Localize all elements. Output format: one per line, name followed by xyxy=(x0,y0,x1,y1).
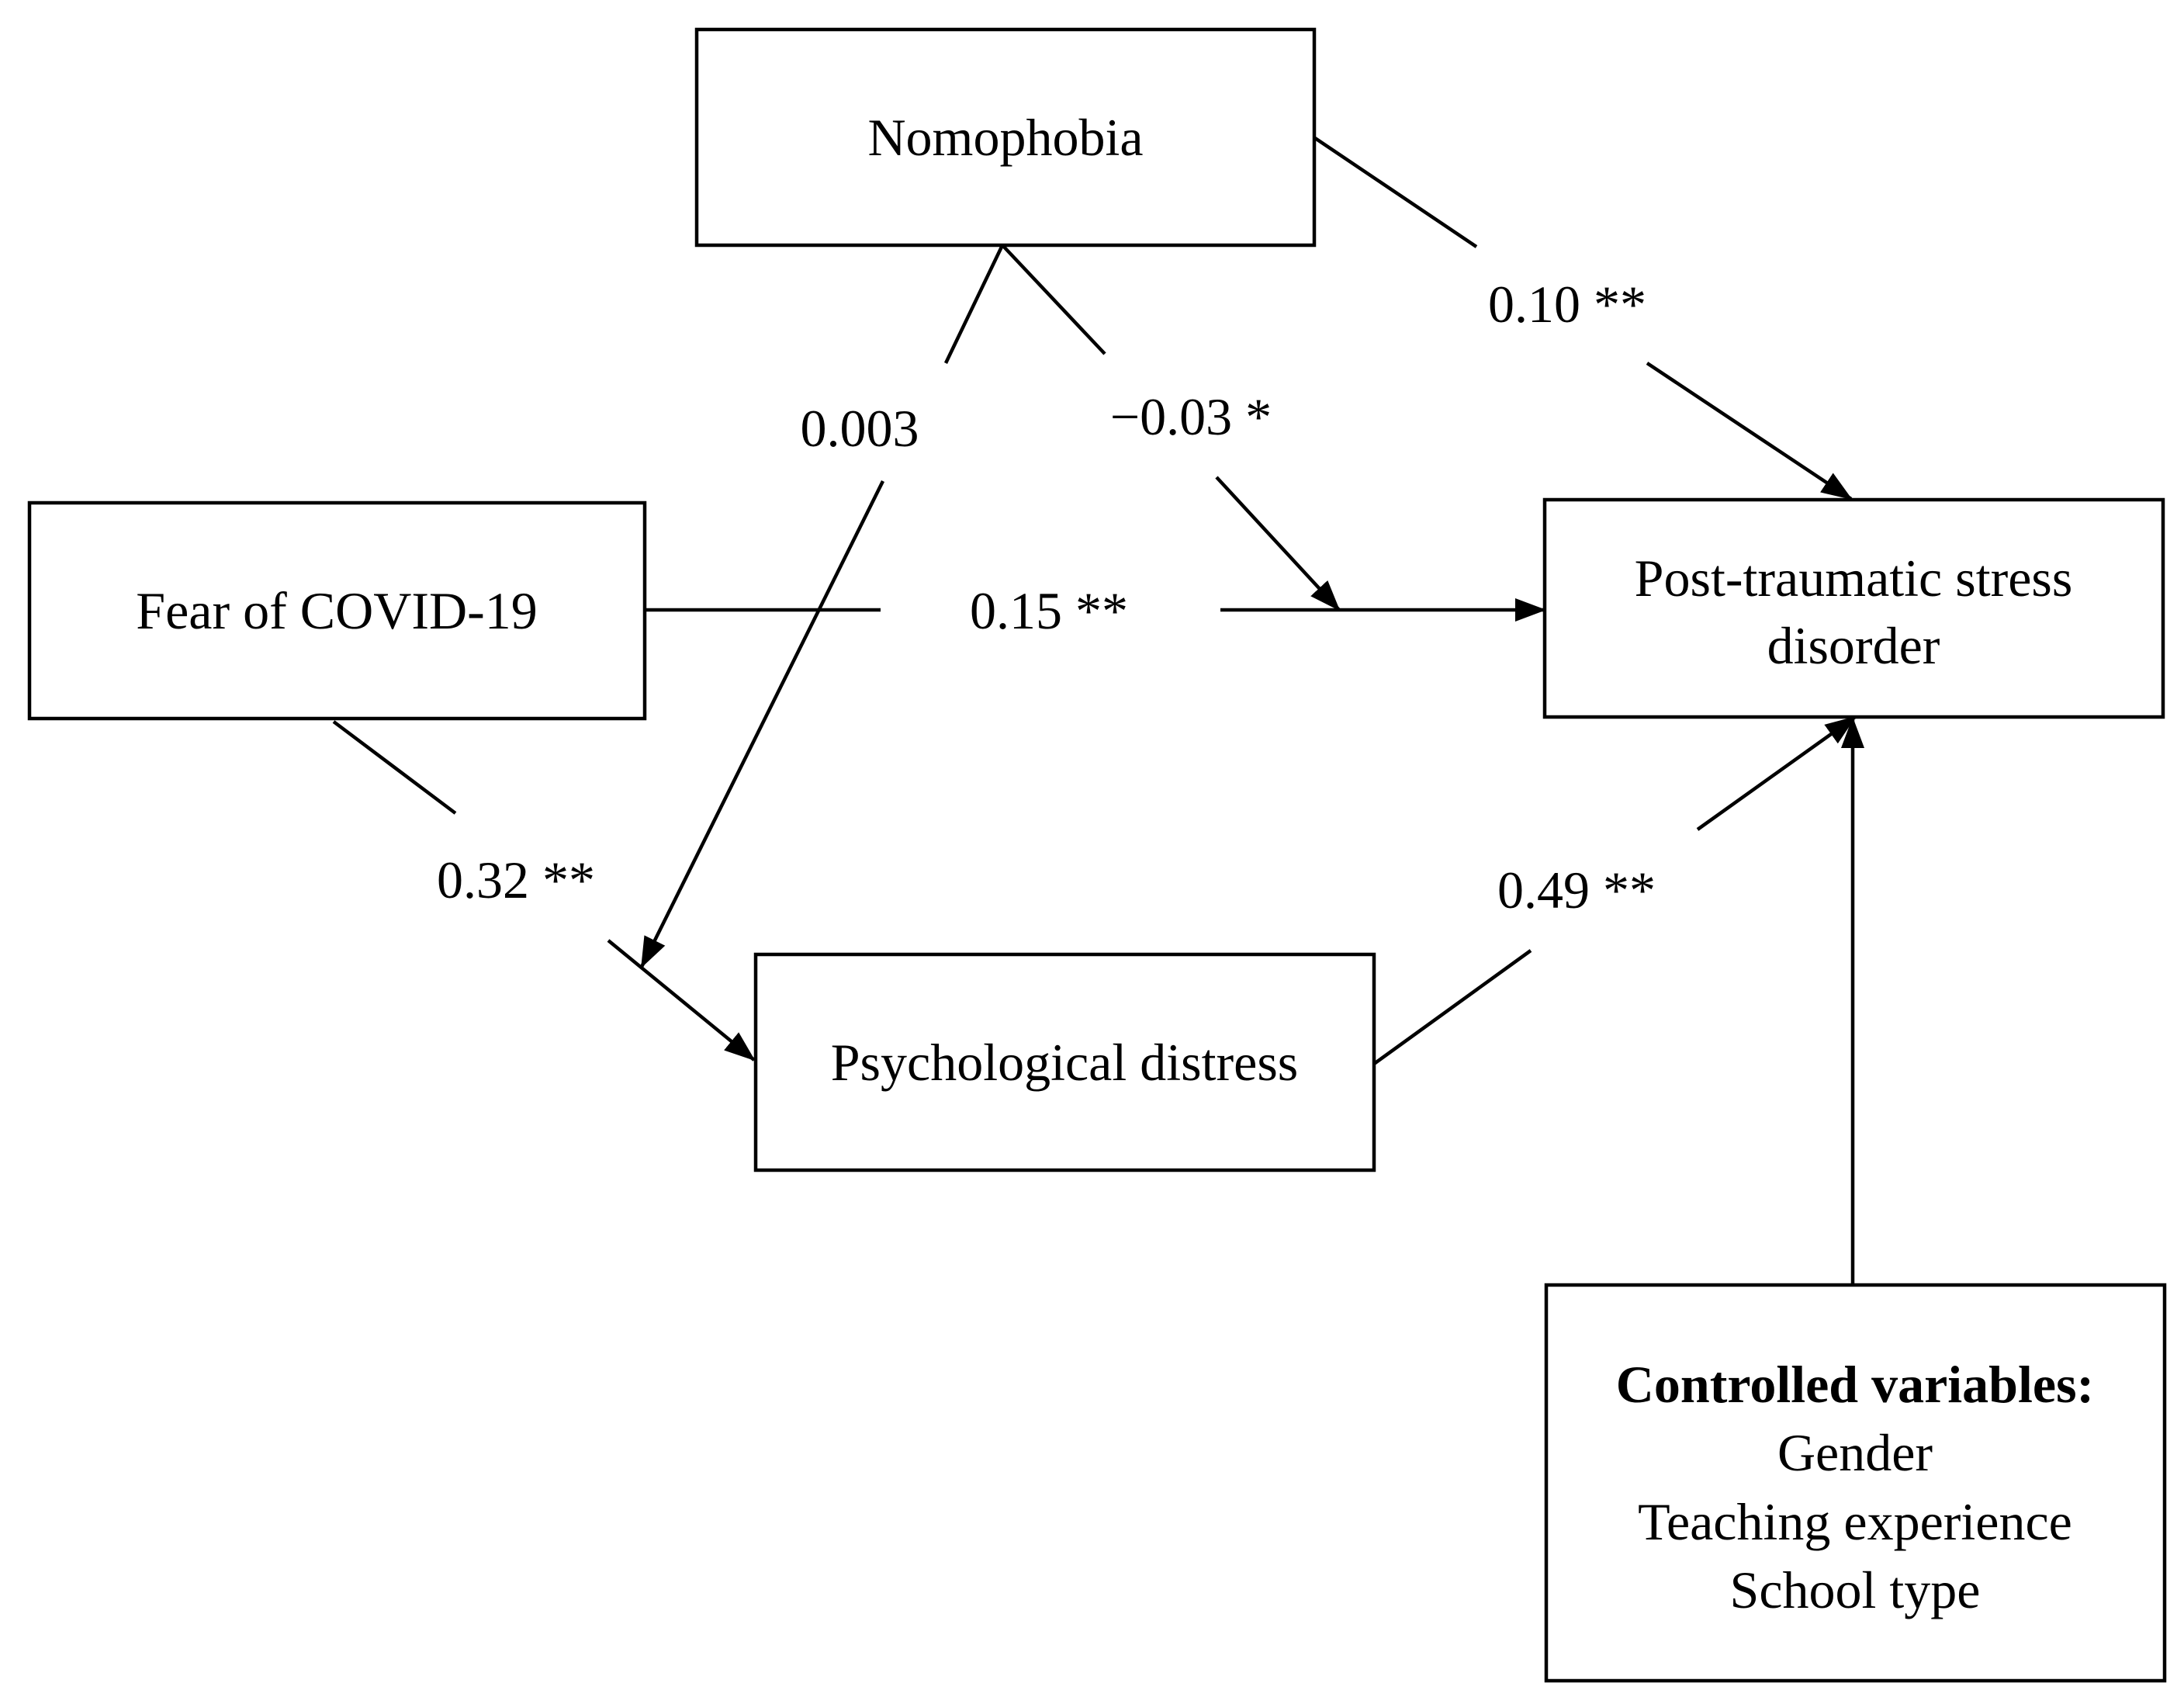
edge-fear-distress-a xyxy=(332,720,457,815)
node-controlled-variables: Controlled variables: Gender Teaching ex… xyxy=(1544,1283,2167,1683)
edge-distress-ptsd-b xyxy=(1696,715,1857,831)
edge-nomophobia-moderator-left-b xyxy=(639,480,885,968)
label-distress-ptsd: 0.49 ** xyxy=(1497,861,1656,920)
edge-distress-ptsd-a xyxy=(1372,949,1532,1065)
controls-item-teaching-experience: Teaching experience xyxy=(1638,1492,2072,1551)
node-fear-of-covid: Fear of COVID-19 xyxy=(27,500,647,721)
controls-item-gender: Gender xyxy=(1777,1423,1933,1482)
label-fear-distress: 0.32 ** xyxy=(437,850,595,909)
node-fear-of-covid-label: Fear of COVID-19 xyxy=(136,581,537,640)
node-psychological-distress: Psychological distress xyxy=(753,952,1376,1172)
edge-nomophobia-moderator-right-b xyxy=(1215,476,1341,611)
edges xyxy=(332,137,1864,1285)
edge-nomophobia-ptsd-a xyxy=(1314,137,1478,248)
path-labels: 0.10 ** 0.003 −0.03 * 0.15 ** 0.32 ** 0.… xyxy=(437,275,1656,920)
edge-nomophobia-moderator-left-a xyxy=(943,244,1005,364)
controls-title: Controlled variables: xyxy=(1616,1355,2094,1414)
label-nomophobia-moderator-right: −0.03 * xyxy=(1110,387,1272,446)
edge-nomophobia-moderator-right-a xyxy=(1001,244,1106,355)
node-psychological-distress-label: Psychological distress xyxy=(831,1033,1299,1092)
node-ptsd: Post-traumatic stress disorder xyxy=(1542,497,2165,719)
node-nomophobia-label: Nomophobia xyxy=(867,108,1143,167)
label-fear-ptsd: 0.15 ** xyxy=(970,581,1128,640)
edge-fear-distress-b xyxy=(607,939,756,1062)
node-ptsd-line1: Post-traumatic stress xyxy=(1635,549,2073,608)
label-nomophobia-moderator-left: 0.003 xyxy=(801,399,919,458)
edge-nomophobia-ptsd-b xyxy=(1646,362,1853,500)
node-nomophobia: Nomophobia xyxy=(694,27,1317,248)
node-ptsd-line2: disorder xyxy=(1767,616,1940,675)
label-nomophobia-ptsd: 0.10 ** xyxy=(1488,275,1646,334)
controls-item-school-type: School type xyxy=(1730,1560,1981,1619)
